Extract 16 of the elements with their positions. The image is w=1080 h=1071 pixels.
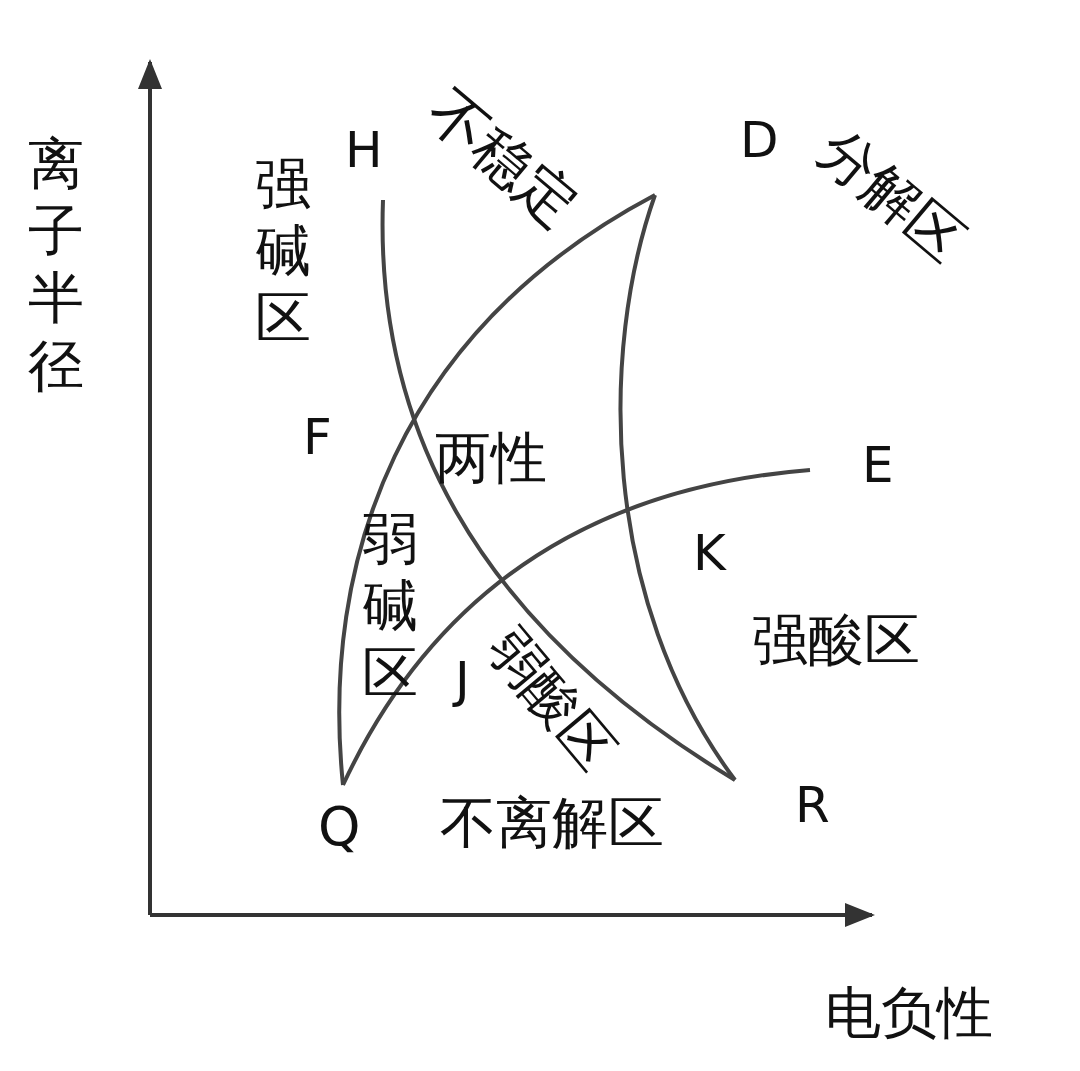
point-label: D xyxy=(740,115,779,165)
point-label: Q xyxy=(318,800,361,854)
region-label: 分解区 xyxy=(809,120,974,271)
point-label: H xyxy=(345,125,383,175)
point-label: F xyxy=(303,412,332,462)
region-label: 两性 xyxy=(435,430,547,486)
point-label: E xyxy=(862,440,894,490)
region-label: 不稳定 xyxy=(417,80,589,237)
point-label: R xyxy=(795,780,830,830)
region-label: 强碱区 xyxy=(255,150,311,352)
point-label: K xyxy=(693,528,726,578)
region-label: 弱酸区 xyxy=(478,620,625,779)
region-label: 强酸区 xyxy=(752,612,920,668)
axis-label: 离子半径 xyxy=(28,130,84,399)
region-label: 不离解区 xyxy=(440,795,664,851)
axis-label: 电负性 xyxy=(825,985,993,1041)
